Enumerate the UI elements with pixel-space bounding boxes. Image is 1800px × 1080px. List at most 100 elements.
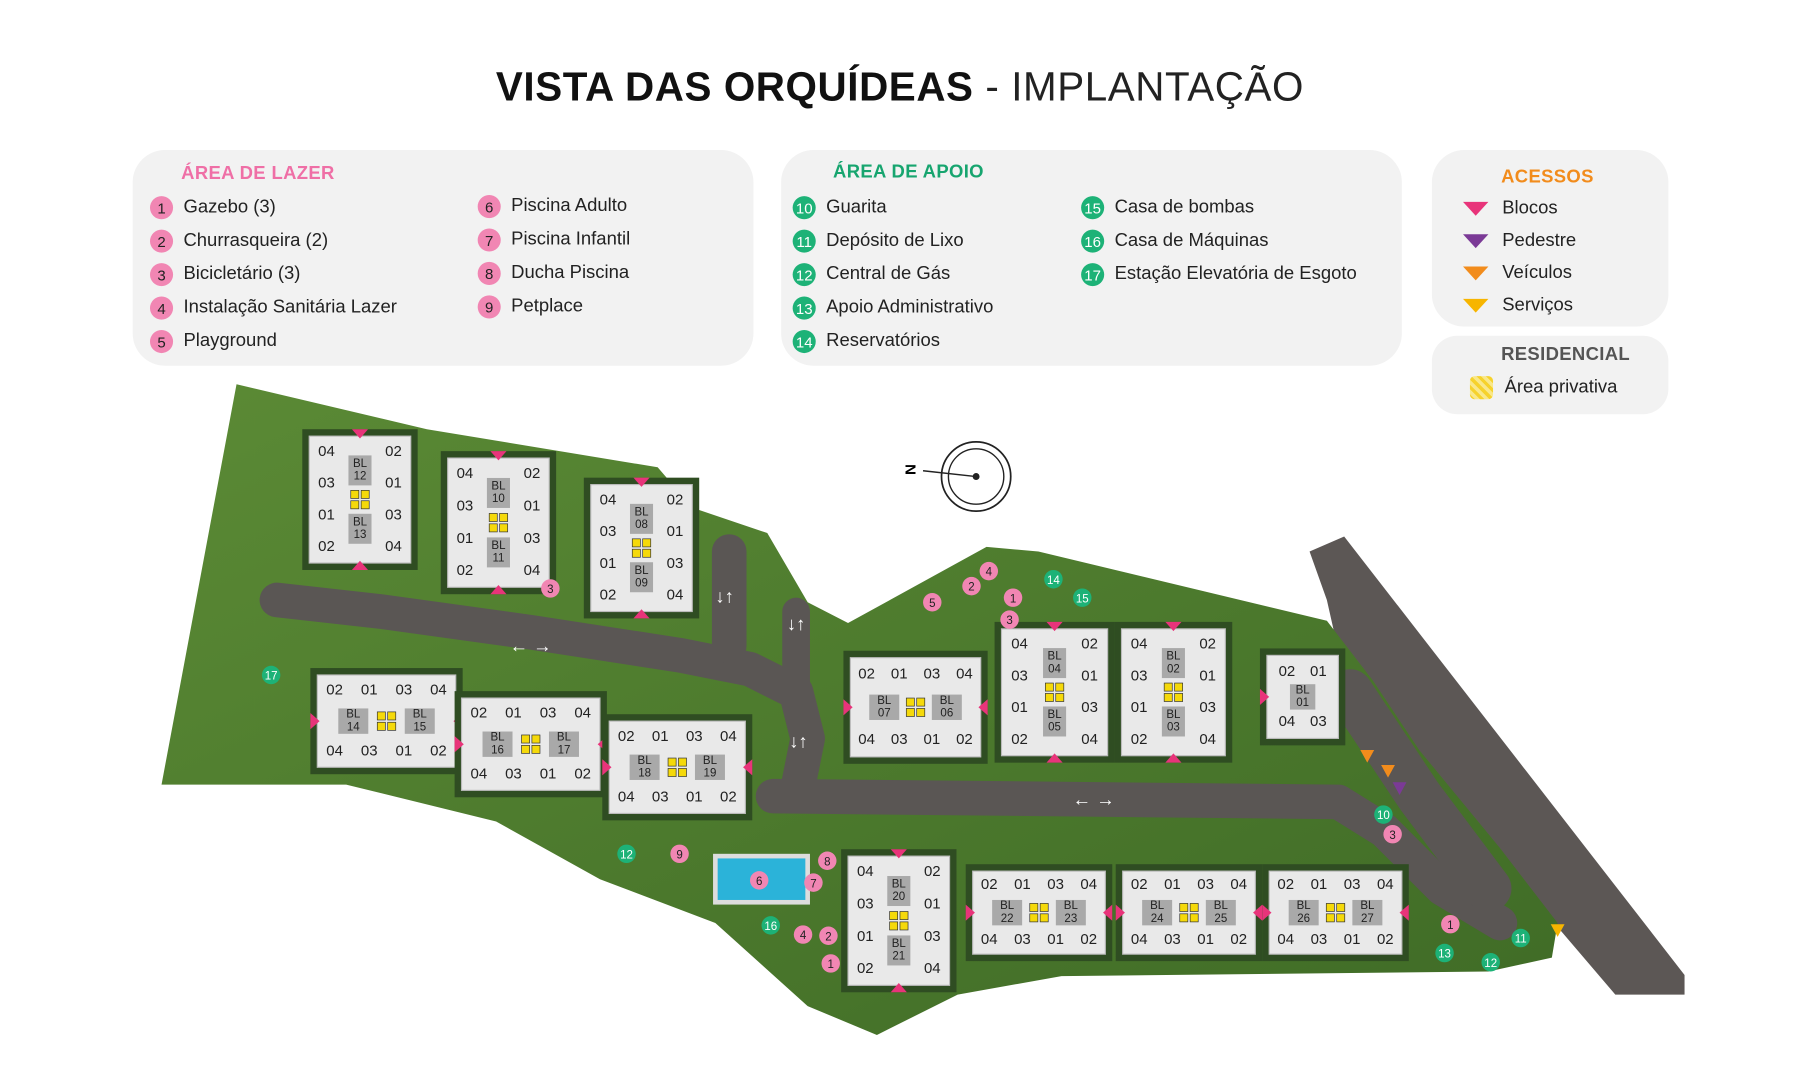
marker-circle-icon [261, 665, 281, 685]
unit-number: 02 [385, 443, 402, 460]
stair-core [360, 500, 370, 510]
leisure-marker[interactable]: 1 [821, 954, 840, 973]
legend-label: Bicicletário (3) [183, 264, 301, 284]
legend-label: Gazebo (3) [183, 197, 276, 217]
leisure-marker[interactable]: 1 [1003, 588, 1023, 607]
support-marker[interactable]: 13 [1435, 943, 1454, 963]
unit-number: 03 [1081, 699, 1098, 716]
marker-circle-icon [1441, 914, 1460, 934]
block-access-triangle-icon [1259, 688, 1270, 705]
support-marker[interactable]: 14 [1044, 569, 1063, 589]
leisure-marker[interactable]: 3 [541, 579, 560, 598]
unit-number: 01 [505, 705, 522, 722]
unit-number: 03 [505, 766, 522, 783]
stair-core [1179, 913, 1189, 923]
marker-number: 1 [1447, 920, 1453, 932]
block-label-bg [486, 537, 510, 568]
unit-number: 01 [667, 523, 684, 540]
unit-number: 03 [457, 497, 474, 514]
stair-core [488, 513, 498, 522]
block-label-bg [629, 754, 660, 780]
leisure-marker[interactable]: 3 [1383, 824, 1402, 844]
unit-number: 04 [1131, 931, 1148, 948]
number-badge-icon: 15 [1081, 196, 1105, 220]
unit-number: 01 [1164, 876, 1181, 893]
support-marker[interactable]: 17 [261, 665, 281, 685]
stair-core [387, 711, 397, 721]
marker-circle-icon [617, 844, 636, 864]
unit-number: 04 [524, 562, 541, 579]
marker-circle-icon [821, 954, 840, 973]
leisure-marker[interactable]: 6 [749, 871, 769, 890]
support-marker[interactable]: 16 [761, 916, 780, 935]
leisure-marker[interactable]: 3 [1000, 610, 1019, 629]
unit-number: 01 [1344, 931, 1361, 948]
legend-label: Casa de bombas [1114, 197, 1255, 217]
block-access-triangle-icon [490, 584, 507, 595]
stair-core [376, 721, 386, 731]
unit-number: 04 [385, 538, 402, 555]
stair-core [899, 921, 909, 931]
support-marker[interactable]: 15 [1073, 588, 1092, 607]
leisure-marker[interactable]: 2 [819, 926, 838, 945]
unit-number: 02 [470, 705, 487, 722]
unit-number: 03 [652, 789, 669, 806]
support-marker[interactable]: 10 [1374, 805, 1393, 824]
unit-number: 01 [1311, 876, 1328, 893]
block-label-bg [629, 562, 654, 593]
stair-core [521, 745, 530, 754]
block-access-triangle-icon [743, 759, 753, 776]
block-label-bg [1161, 648, 1185, 679]
support-marker[interactable]: 11 [1511, 928, 1530, 948]
unit-number: 02 [1131, 876, 1148, 893]
marker-number: 10 [1377, 810, 1390, 822]
number-badge-icon: 9 [477, 295, 501, 319]
leisure-marker[interactable]: 5 [923, 593, 942, 612]
marker-number: 3 [547, 584, 553, 596]
leisure-marker[interactable]: 9 [670, 844, 689, 864]
leisure-marker[interactable]: 4 [979, 561, 999, 581]
block-label-bg [348, 513, 372, 544]
number-badge-icon: 2 [149, 229, 174, 253]
leisure-marker[interactable]: 2 [962, 576, 981, 596]
support-marker[interactable]: 12 [617, 844, 636, 864]
leisure-marker[interactable]: 8 [818, 851, 837, 870]
stair-core [678, 768, 687, 777]
marker-circle-icon [1435, 943, 1454, 963]
legend-item: Serviços [1463, 295, 1573, 316]
leisure-marker[interactable]: 7 [804, 873, 823, 892]
legend-item: Blocos [1463, 198, 1558, 219]
unit-number: 02 [720, 789, 737, 806]
leisure-marker[interactable]: 4 [793, 925, 813, 944]
stair-core [1325, 913, 1335, 923]
support-marker[interactable]: 12 [1481, 953, 1500, 972]
unit-number: 03 [540, 705, 557, 722]
unit-number: 01 [524, 497, 541, 514]
block-access-triangle-icon [1253, 904, 1263, 921]
leisure-marker[interactable]: 1 [1441, 914, 1460, 934]
